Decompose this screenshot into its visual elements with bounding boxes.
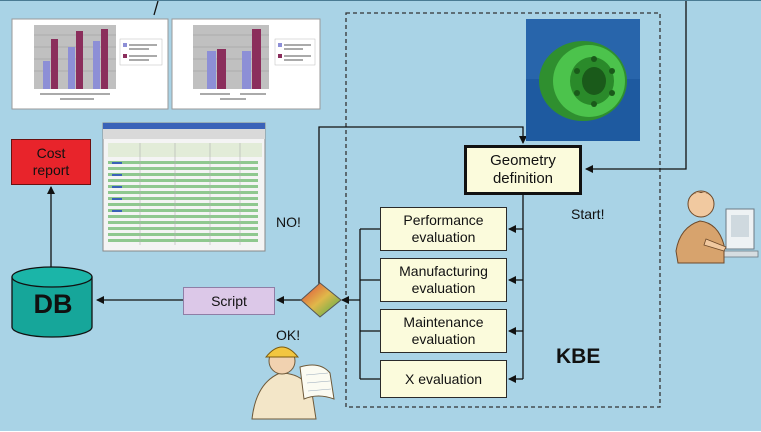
maintenance-evaluation-label: Maintenance evaluation (403, 314, 484, 347)
designer-at-computer-icon (675, 190, 759, 264)
performance-evaluation-box: Performance evaluation (380, 207, 507, 251)
chart-thumbnail-left (11, 18, 169, 110)
manufacturing-evaluation-box: Manufacturing evaluation (380, 258, 507, 302)
kbe-label: KBE (556, 345, 601, 368)
engineer-with-blueprint-icon (251, 346, 335, 420)
ok-label: OK! (276, 327, 301, 343)
database-label: DB (33, 289, 73, 319)
chart-thumbnail-right (171, 18, 321, 110)
x-evaluation-box: X evaluation (380, 360, 507, 398)
geometry-definition-box: Geometry definition (464, 145, 582, 195)
start-label: Start! (571, 206, 605, 222)
cost-report-box: Cost report (11, 139, 91, 185)
performance-evaluation-label: Performance evaluation (403, 212, 484, 245)
geometry-definition-label: Geometry definition (490, 152, 556, 187)
x-evaluation-label: X evaluation (404, 370, 483, 387)
script-box: Script (183, 287, 275, 315)
spreadsheet-screenshot-icon (102, 122, 266, 252)
cost-report-label: Cost report (32, 145, 70, 178)
maintenance-evaluation-box: Maintenance evaluation (380, 309, 507, 353)
script-label: Script (211, 292, 247, 309)
database-cylinder-icon (11, 266, 93, 338)
kbe-boundary (345, 12, 661, 408)
decision-diamond-icon (300, 282, 342, 318)
manufacturing-evaluation-label: Manufacturing evaluation (399, 263, 488, 296)
no-label: NO! (276, 214, 301, 230)
green-wheel-3d-model-icon (526, 19, 640, 141)
